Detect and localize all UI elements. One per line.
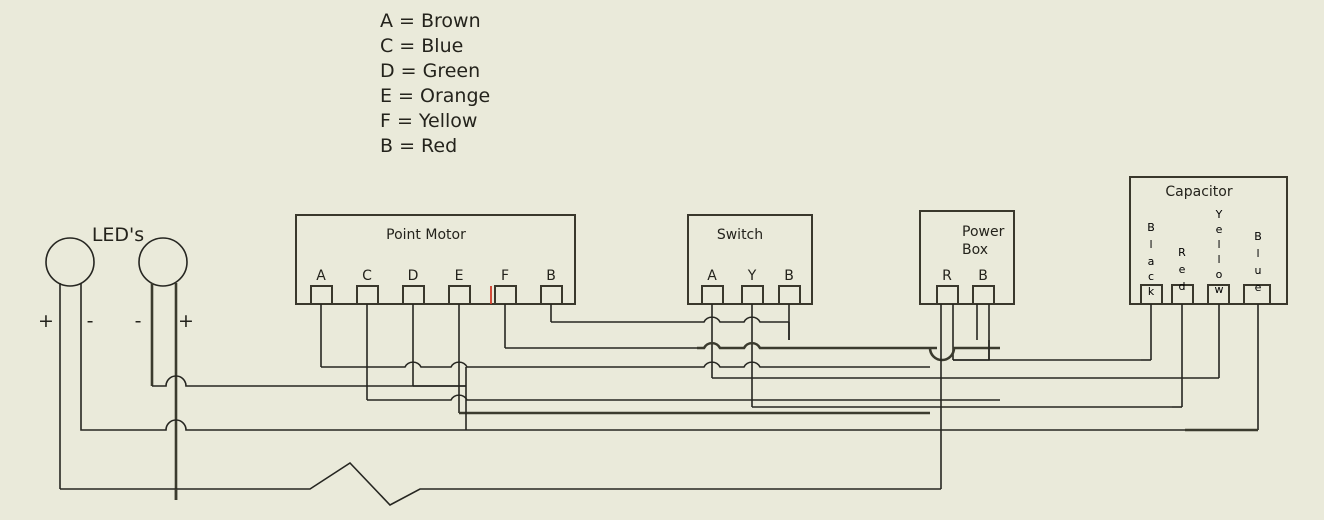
leds-group: LED's + - - + <box>38 224 194 332</box>
point-motor-terminal-c[interactable] <box>356 285 379 304</box>
svg-text:l: l <box>1149 238 1152 251</box>
point-motor-terminal-f[interactable] <box>494 285 517 304</box>
power-box-label-r: R <box>942 268 952 284</box>
switch-terminal-y[interactable] <box>741 285 764 304</box>
led-1-symbol <box>45 237 95 287</box>
switch-label-y: Y <box>747 268 757 284</box>
switch-terminal-b[interactable] <box>778 285 801 304</box>
power-box-title-line1: Power <box>962 224 1005 240</box>
capacitor-box-outline <box>1129 176 1288 305</box>
svg-text:Y: Y <box>1215 208 1223 221</box>
capacitor-label-red: R e d <box>1178 246 1186 293</box>
point-motor-terminal-d[interactable] <box>402 285 425 304</box>
wire-hop-led2-386 <box>152 375 466 387</box>
svg-text:R: R <box>1178 246 1186 259</box>
svg-text:u: u <box>1255 264 1262 277</box>
led-1-minus-label: - <box>87 310 94 332</box>
led-2-symbol <box>138 237 188 287</box>
power-box-outline <box>919 210 1015 305</box>
svg-text:l: l <box>1217 238 1220 251</box>
svg-text:w: w <box>1215 283 1224 296</box>
wire-bottom-rail <box>60 461 941 506</box>
power-box-terminal-b[interactable] <box>972 285 995 304</box>
wire-network <box>59 283 1259 506</box>
switch-block: Switch A Y B <box>687 214 813 305</box>
led-2-plus-label: + <box>178 310 194 332</box>
point-motor-box-outline <box>295 214 576 305</box>
svg-text:o: o <box>1216 268 1223 281</box>
wire-hop-pmf-switch <box>697 341 937 350</box>
point-motor-label-d: D <box>408 268 419 284</box>
svg-text:e: e <box>1216 223 1223 236</box>
wire-circular-hop-powerbox <box>928 346 1000 362</box>
led-1-plus-label: + <box>38 310 54 332</box>
capacitor-label-blue: B l u e <box>1254 230 1262 294</box>
svg-text:l: l <box>1256 247 1259 260</box>
legend-entry-e: E = Orange <box>380 85 490 107</box>
capacitor-label-yellow: Y e l l o w <box>1215 208 1224 296</box>
power-box-title-line2: Box <box>962 242 988 258</box>
switch-title: Switch <box>717 227 763 243</box>
svg-text:d: d <box>1179 280 1186 293</box>
legend-entry-c: C = Blue <box>380 35 463 57</box>
wire-colour-legend: A = Brown C = Blue D = Green E = Orange … <box>380 10 490 157</box>
capacitor-terminal-red[interactable] <box>1171 284 1194 304</box>
point-motor-terminal-e[interactable] <box>448 285 471 304</box>
switch-terminal-a[interactable] <box>701 285 724 304</box>
leds-title: LED's <box>92 224 144 246</box>
wire-pm-c-run <box>367 394 1000 401</box>
legend-entry-f: F = Yellow <box>380 110 477 132</box>
wire-led1-negative <box>80 283 152 431</box>
capacitor-terminal-yellow[interactable] <box>1207 284 1230 304</box>
capacitor-title: Capacitor <box>1165 184 1232 200</box>
svg-text:l: l <box>1217 253 1220 266</box>
point-motor-block: Point Motor A C D E F B <box>295 214 576 305</box>
switch-label-a: A <box>707 268 717 284</box>
point-motor-label-c: C <box>362 268 372 284</box>
point-motor-label-f: F <box>501 268 509 284</box>
point-motor-terminal-a[interactable] <box>310 285 333 304</box>
wire-pb-link-360 <box>953 340 990 361</box>
legend-entry-a: A = Brown <box>380 10 481 32</box>
legend-entry-b: B = Red <box>380 135 457 157</box>
svg-text:e: e <box>1179 263 1186 276</box>
svg-text:B: B <box>1147 221 1155 234</box>
switch-box-outline <box>687 214 813 305</box>
point-motor-title: Point Motor <box>386 227 466 243</box>
svg-text:a: a <box>1148 255 1155 268</box>
svg-text:B: B <box>1254 230 1262 243</box>
point-motor-label-a: A <box>316 268 326 284</box>
point-motor-terminal-b[interactable] <box>540 285 563 304</box>
wire-pm-a-run <box>321 361 697 368</box>
capacitor-terminal-blue[interactable] <box>1243 284 1271 304</box>
svg-text:e: e <box>1255 281 1262 294</box>
svg-text:k: k <box>1148 285 1155 298</box>
legend-entry-d: D = Green <box>380 60 480 82</box>
power-box-label-b: B <box>978 268 988 284</box>
wire-hop-pmb-switch <box>697 316 789 323</box>
wire-hop-led1-430 <box>152 419 466 431</box>
capacitor-label-black: B l a c k <box>1147 221 1155 298</box>
power-box-terminal-r[interactable] <box>936 285 959 304</box>
point-motor-label-b: B <box>546 268 556 284</box>
power-box-block: Power Box R B <box>919 210 1015 305</box>
switch-label-b: B <box>784 268 794 284</box>
capacitor-block: Capacitor B l a c k R e d Y e l <box>1129 176 1288 305</box>
capacitor-terminal-black[interactable] <box>1140 284 1163 304</box>
point-motor-label-e: E <box>455 268 464 284</box>
svg-text:c: c <box>1148 270 1154 283</box>
led-2-minus-label: - <box>135 310 142 332</box>
wire-hop-pma-switch <box>697 361 930 368</box>
